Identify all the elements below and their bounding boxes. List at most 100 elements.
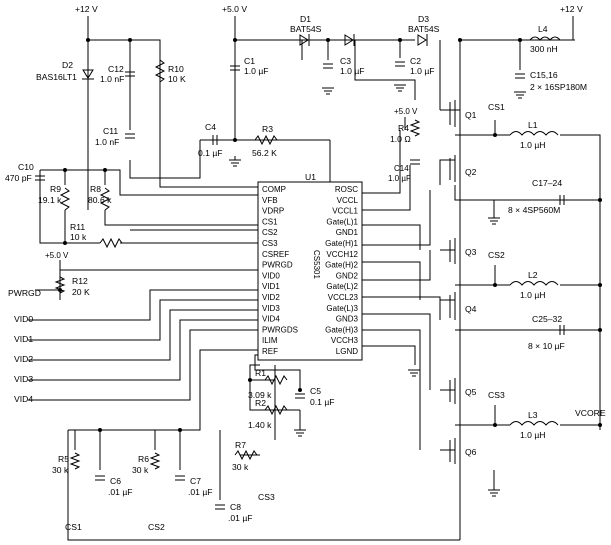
res-r11: R11 10 k bbox=[70, 222, 123, 249]
cap-c1516: C15,16 2 × 16SP180M bbox=[515, 70, 587, 92]
svg-text:20 K: 20 K bbox=[72, 287, 90, 297]
svg-text:Q6: Q6 bbox=[465, 447, 477, 457]
ic-pin-right-8: GND2 bbox=[336, 271, 359, 280]
cap-c8: C8 .01 µF bbox=[215, 502, 253, 523]
ic-pin-right-3: Gate(L)1 bbox=[326, 217, 358, 226]
rail-12v-right: +12 V bbox=[560, 4, 583, 14]
svg-text:L4: L4 bbox=[538, 24, 548, 34]
svg-text:56.2 K: 56.2 K bbox=[252, 148, 277, 158]
svg-text:C14: C14 bbox=[394, 164, 409, 173]
svg-text:1.0 µH: 1.0 µH bbox=[520, 430, 546, 440]
ic-pin-right-11: Gate(L)3 bbox=[326, 304, 358, 313]
ic-pin-right-5: Gate(H)1 bbox=[325, 239, 358, 248]
svg-text:L3: L3 bbox=[528, 410, 538, 420]
svg-text:C3: C3 bbox=[340, 56, 351, 66]
ic-pin-left-14: ILIM bbox=[262, 336, 278, 345]
svg-text:Q4: Q4 bbox=[465, 304, 477, 314]
diode-middle bbox=[344, 34, 355, 46]
svg-text:0.1 µF: 0.1 µF bbox=[310, 397, 335, 407]
svg-text:C11: C11 bbox=[103, 126, 118, 136]
ind-l1: L1 1.0 µH bbox=[509, 120, 559, 150]
svg-text:L1: L1 bbox=[528, 120, 538, 130]
svg-text:C1: C1 bbox=[244, 56, 255, 66]
ic-pin-left-1: VFB bbox=[262, 196, 278, 205]
svg-text:C25–32: C25–32 bbox=[532, 314, 562, 324]
ic-pin-left-3: CS1 bbox=[262, 217, 278, 226]
rail-5v-mid: +5.0 V bbox=[394, 107, 418, 116]
svg-text:2 × 16SP180M: 2 × 16SP180M bbox=[530, 82, 587, 92]
net-cs3-bottom: CS3 bbox=[258, 492, 275, 502]
ic-ref-label: U1 bbox=[305, 172, 316, 182]
ground-symbols bbox=[229, 84, 526, 497]
res-r12: R12 20 K bbox=[54, 276, 90, 297]
svg-text:1.0 µH: 1.0 µH bbox=[520, 290, 546, 300]
svg-text:C10: C10 bbox=[18, 162, 34, 172]
svg-text:.01 µF: .01 µF bbox=[188, 487, 213, 497]
mosfet-q4: Q4 bbox=[449, 292, 477, 320]
cap-c1724: C17–24 8 × 4SP560M bbox=[508, 178, 565, 215]
diode-d2: D2 BAS16LT1 bbox=[36, 60, 94, 82]
svg-text:D2: D2 bbox=[62, 60, 73, 70]
res-r8: R8 80.6 k bbox=[88, 184, 112, 211]
mosfet-q6: Q6 bbox=[449, 438, 477, 464]
cap-c1: C1 1.0 µF bbox=[230, 56, 269, 76]
ic-part-label: CS5301 bbox=[312, 250, 321, 279]
svg-text:R2: R2 bbox=[255, 398, 266, 408]
ic-pin-left-7: PWRGD bbox=[262, 261, 293, 270]
net-vid3: VID3 bbox=[14, 374, 33, 384]
ind-l3: L3 1.0 µH bbox=[509, 410, 559, 440]
net-vid1: VID1 bbox=[14, 334, 33, 344]
svg-text:R6: R6 bbox=[138, 454, 149, 464]
res-r7: R7 30 k bbox=[232, 440, 258, 472]
svg-text:BAT54S: BAT54S bbox=[408, 24, 440, 34]
svg-text:C17–24: C17–24 bbox=[532, 178, 562, 188]
svg-text:1.0 nF: 1.0 nF bbox=[100, 74, 124, 84]
cap-c4: C4 0.1 µF bbox=[198, 122, 223, 158]
svg-text:1.40 k: 1.40 k bbox=[248, 420, 272, 430]
svg-text:R11: R11 bbox=[70, 222, 85, 232]
net-cs3-top: CS3 bbox=[488, 390, 505, 400]
mosfet-q5: Q5 bbox=[449, 378, 477, 404]
cap-c14: C14 1.0 µF bbox=[388, 159, 420, 183]
ind-l2: L2 1.0 µH bbox=[509, 270, 559, 300]
svg-text:Q2: Q2 bbox=[465, 167, 477, 177]
ind-l4: L4 300 nH bbox=[529, 24, 561, 54]
res-r3: R3 56.2 K bbox=[252, 124, 278, 158]
net-cs2-bottom: CS2 bbox=[148, 522, 165, 532]
svg-text:C6: C6 bbox=[110, 476, 121, 486]
net-cs1-bottom: CS1 bbox=[65, 522, 82, 532]
svg-text:R1: R1 bbox=[255, 368, 266, 378]
svg-text:1.0 µF: 1.0 µF bbox=[388, 174, 411, 183]
ic-right-pins: ROSCVCCLVCCL1Gate(L)1GND1Gate(H)1VCCH12G… bbox=[325, 185, 358, 356]
net-labels: CS1 CS2 CS3 CS1 CS2 CS3 PWRGD VID0 VID1 … bbox=[8, 102, 606, 532]
svg-text:0.1 µF: 0.1 µF bbox=[198, 148, 223, 158]
svg-text:L2: L2 bbox=[528, 270, 538, 280]
svg-text:BAS16LT1: BAS16LT1 bbox=[36, 72, 77, 82]
cap-c6: C6 .01 µF bbox=[95, 475, 133, 497]
svg-text:Q5: Q5 bbox=[465, 387, 477, 397]
res-r10: R10 10 K bbox=[154, 59, 186, 84]
ic-pin-left-15: REF bbox=[262, 347, 278, 356]
diode-d1: D1 BAT54S bbox=[290, 14, 322, 46]
res-r1: R1 3.09 k bbox=[248, 368, 288, 400]
svg-text:.01 µF: .01 µF bbox=[108, 487, 133, 497]
svg-text:R8: R8 bbox=[90, 184, 101, 194]
svg-text:80.6 k: 80.6 k bbox=[88, 195, 112, 205]
svg-text:R9: R9 bbox=[50, 184, 61, 194]
cap-c11: C11 1.0 nF bbox=[95, 126, 135, 147]
svg-text:R7: R7 bbox=[235, 440, 246, 450]
ic-pin-right-12: GND3 bbox=[336, 315, 359, 324]
net-cs1-top: CS1 bbox=[488, 102, 505, 112]
cap-c2532: C25–32 8 × 10 µF bbox=[528, 314, 565, 351]
svg-text:C8: C8 bbox=[230, 502, 241, 512]
svg-text:1.0 µF: 1.0 µF bbox=[410, 66, 435, 76]
svg-text:10 k: 10 k bbox=[70, 232, 87, 242]
net-vid4: VID4 bbox=[14, 394, 33, 404]
net-vcore: VCORE bbox=[575, 408, 606, 418]
svg-text:30 k: 30 k bbox=[52, 465, 69, 475]
svg-text:.01 µF: .01 µF bbox=[228, 513, 253, 523]
ic-pin-right-0: ROSC bbox=[335, 185, 358, 194]
ic-pin-right-7: Gate(H)2 bbox=[325, 261, 358, 270]
